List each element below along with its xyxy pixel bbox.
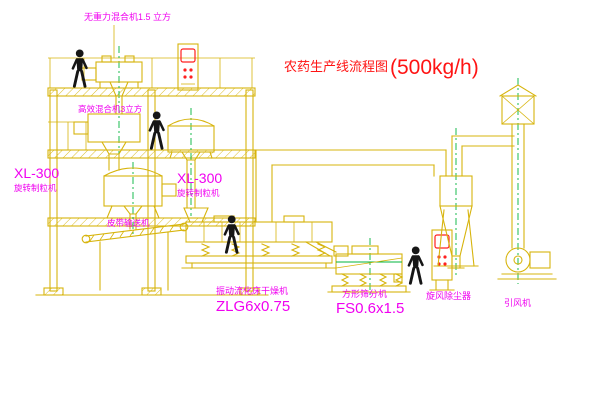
diagram-capacity: (500kg/h) [390,56,479,79]
control-cabinet-top [177,43,199,91]
label-fan: 引风机 [504,297,531,308]
label-granulator-center-model: XL-300 [177,170,222,186]
label-sieve-name: 方形筛分机 [342,288,387,299]
belt-conveyor [81,222,189,291]
control-cabinet-sieve [429,229,455,291]
label-dryer-name: 振动流化床干燥机 [216,285,288,296]
high-efficiency-mixer [73,113,141,171]
label-granulator-left-name: 旋转制粒机 [14,183,57,193]
label-high-efficiency-mixer: 高效混合机3立方 [78,104,142,114]
plant-structure [35,57,269,296]
label-belt-conveyor: 皮带输送机 [107,218,150,228]
fluid-bed-dryer [181,207,337,269]
gravity-free-mixer [81,25,143,115]
label-gravity-free-mixer: 无重力混合机1.5 立方 [84,11,171,22]
exhaust-stack [499,84,537,249]
person-figure [148,111,165,150]
square-sieve [327,245,411,293]
rotary-granulator-center [167,118,215,209]
diagram-title: 农药生产线流程图 [284,59,388,74]
label-dryer-model: ZLG6x0.75 [216,298,290,315]
label-granulator-left-model: XL-300 [14,165,59,181]
rotary-granulator-left [103,167,177,230]
person-figure [407,246,424,285]
label-granulator-center-name: 旋转制粒机 [177,188,220,198]
cyclone-separator [433,135,515,269]
induced-draft-fan [497,247,557,280]
duct-system [255,149,447,223]
label-sieve-model: FS0.6x1.5 [336,300,404,317]
label-cyclone: 旋风除尘器 [426,290,471,301]
